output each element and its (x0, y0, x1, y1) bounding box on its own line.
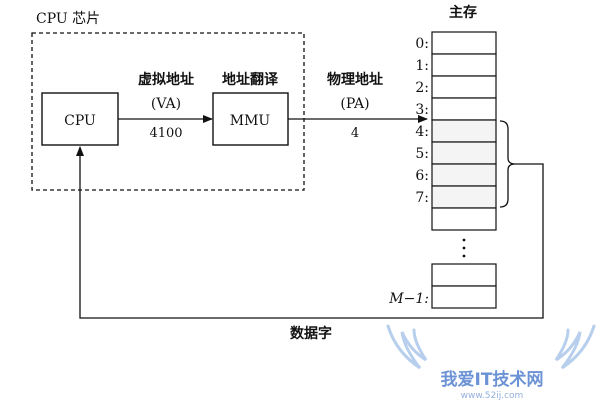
cpu-label: CPU (64, 113, 96, 129)
memory-row-label: 2: (415, 80, 429, 96)
memory-cell (431, 207, 497, 231)
memory-row-label: 5: (415, 146, 429, 162)
data-word-label: 数据字 (290, 325, 332, 342)
cpu-chip-label: CPU 芯片 (36, 11, 100, 27)
memory-cell (431, 97, 497, 121)
memory-cell (431, 141, 497, 165)
memory-row-label: 3: (415, 102, 429, 118)
data-word-path (76, 146, 544, 319)
memory-cell (431, 75, 497, 99)
memory-cell-last (431, 285, 497, 309)
watermark-logo: 我爱IT技术网 www.52ij.com (386, 324, 596, 400)
translation-label: 地址翻译 (222, 71, 279, 88)
rows-4-7-brace (499, 120, 516, 208)
va-label: (VA) (151, 96, 181, 112)
va-value: 4100 (149, 126, 182, 141)
pa-label: (PA) (340, 96, 369, 112)
memory-cell (431, 31, 497, 55)
memory-cell (431, 263, 497, 287)
memory-cell (431, 185, 497, 209)
mmu-label: MMU (230, 113, 271, 129)
memory-row-label: 1: (415, 58, 429, 74)
pa-value: 4 (351, 126, 359, 141)
memory-last-row-label: M−1: (388, 291, 429, 307)
watermark-url: www.52ij.com (461, 391, 524, 400)
memory-row-label: 7: (415, 190, 429, 206)
virtual-address-label: 虚拟地址 (138, 71, 194, 88)
memory-row-label: 0: (415, 36, 429, 52)
memory-row-label: 6: (415, 168, 429, 184)
memory-cell (431, 53, 497, 77)
physical-address-label: 物理地址 (327, 71, 383, 88)
cpu-chip-boundary (31, 32, 305, 191)
wing-right-icon (554, 324, 596, 370)
memory-ellipsis (462, 238, 466, 258)
watermark-text: 我爱IT技术网 (441, 369, 544, 390)
memory-rows (431, 31, 497, 231)
memory-title: 主存 (449, 4, 477, 21)
memory-row-label: 4: (415, 124, 429, 140)
memory-cell (431, 119, 497, 143)
wing-left-icon (386, 324, 428, 370)
memory-cell (431, 163, 497, 187)
mmu-box (212, 92, 289, 146)
